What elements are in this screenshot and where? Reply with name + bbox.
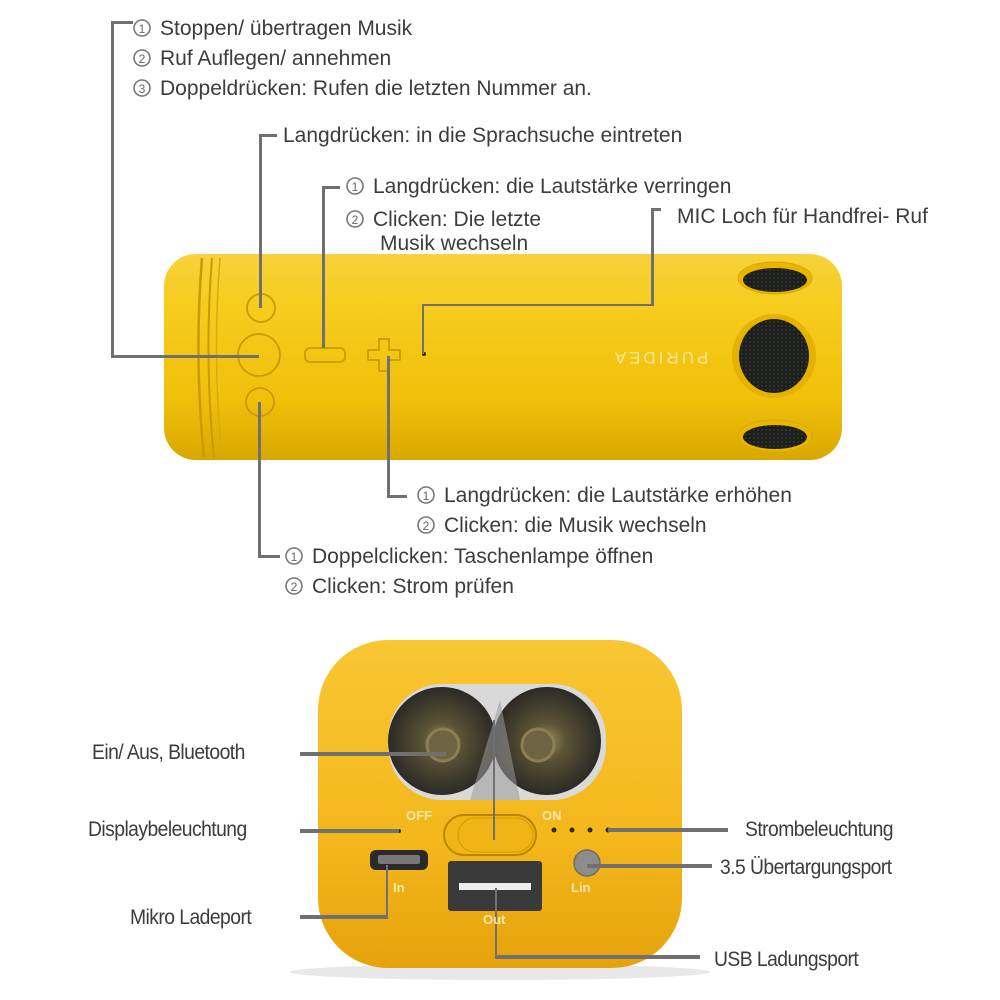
callout-text: Ruf Auflegen/ annehmen bbox=[160, 47, 392, 70]
leader-line bbox=[322, 186, 340, 189]
callout-multifunction-2: 2 Ruf Auflegen/ annehmen bbox=[132, 47, 391, 71]
callout-light-1: 1 Doppelclicken: Taschenlampe öffnen bbox=[284, 545, 653, 569]
callout-mic-hole: MIC Loch für Handfrei- Ruf bbox=[677, 205, 928, 229]
leader-line bbox=[422, 304, 424, 354]
svg-text:2: 2 bbox=[423, 519, 430, 533]
on-label: ON bbox=[542, 808, 562, 823]
circled-number-2-icon: 2 bbox=[345, 209, 365, 229]
callout-text: Clicken: Strom prüfen bbox=[312, 575, 514, 598]
callout-voice-button: Langdrücken: in die Sprachsuche eintrete… bbox=[283, 124, 682, 148]
callout-text: Doppelclicken: Taschenlampe öffnen bbox=[312, 545, 654, 568]
callout-text: Langdrücken: die Lautstärke erhöhen bbox=[444, 484, 792, 507]
svg-text:1: 1 bbox=[291, 550, 298, 564]
svg-text:2: 2 bbox=[291, 580, 298, 594]
callout-text: Langdrücken: in die Sprachsuche eintrete… bbox=[283, 124, 683, 147]
svg-text:3: 3 bbox=[139, 82, 146, 96]
leader-line bbox=[259, 134, 262, 308]
callout-power-switch: Ein/ Aus, Bluetooth bbox=[92, 741, 245, 764]
leader-line bbox=[111, 21, 133, 24]
leader-line bbox=[587, 864, 712, 868]
leader-line bbox=[300, 829, 399, 833]
leader-line bbox=[495, 955, 700, 959]
leader-line bbox=[387, 495, 407, 498]
callout-text: Langdrücken: die Lautstärke verringen bbox=[373, 175, 732, 198]
callout-text: Musik wechseln bbox=[380, 232, 529, 255]
svg-text:1: 1 bbox=[423, 489, 430, 503]
tube-speaker: PURIDEA bbox=[164, 254, 842, 460]
svg-text:1: 1 bbox=[352, 180, 359, 194]
callout-aux-port: 3.5 Übertargungsport bbox=[720, 856, 892, 879]
leader-line bbox=[387, 356, 390, 498]
leader-line bbox=[495, 888, 497, 957]
callout-text: Clicken: die Musik wechseln bbox=[444, 514, 707, 537]
callout-text: Doppeldrücken: Rufen die letzten Nummer … bbox=[160, 77, 592, 100]
leader-line bbox=[651, 208, 654, 306]
svg-text:2: 2 bbox=[139, 52, 146, 66]
leader-line bbox=[258, 402, 261, 558]
callout-plus-2: 2 Clicken: die Musik wechseln bbox=[416, 514, 707, 538]
leader-line bbox=[493, 720, 495, 840]
cube-speaker bbox=[290, 640, 710, 980]
leader-line bbox=[608, 828, 728, 832]
circled-number-2-icon: 2 bbox=[416, 515, 436, 535]
circled-number-2-icon: 2 bbox=[284, 576, 304, 596]
out-label: Out bbox=[483, 912, 506, 927]
callout-usb-port: USB Ladungsport bbox=[714, 948, 859, 971]
callout-power-indicator: Strombeleuchtung bbox=[745, 818, 894, 841]
leader-line bbox=[300, 915, 388, 919]
leader-line bbox=[258, 555, 280, 558]
circled-number-1-icon: 1 bbox=[284, 546, 304, 566]
leader-line bbox=[386, 865, 388, 919]
leader-line bbox=[300, 752, 446, 756]
callout-text: Clicken: Die letzte bbox=[373, 208, 542, 231]
callout-minus-1: 1 Langdrücken: die Lautstärke verringen bbox=[345, 175, 731, 199]
leader-line bbox=[322, 186, 325, 348]
svg-text:PURIDEA: PURIDEA bbox=[612, 348, 709, 367]
circled-number-1-icon: 1 bbox=[132, 18, 152, 38]
svg-text:1: 1 bbox=[139, 22, 146, 36]
callout-display-light: Displaybeleuchtung bbox=[88, 818, 247, 841]
callout-multifunction-3: 3 Doppeldrücken: Rufen die letzten Nummer… bbox=[132, 77, 592, 101]
off-label: OFF bbox=[406, 808, 432, 823]
circled-number-1-icon: 1 bbox=[416, 485, 436, 505]
callout-plus-1: 1 Langdrücken: die Lautstärke erhöhen bbox=[416, 484, 792, 508]
callout-text: MIC Loch für Handfrei- Ruf bbox=[677, 205, 928, 228]
callout-minus-2-cont: Musik wechseln bbox=[380, 232, 528, 256]
circled-number-1-icon: 1 bbox=[345, 176, 365, 196]
callout-multifunction-1: 1 Stoppen/ übertragen Musik bbox=[132, 17, 412, 41]
callout-text: Stoppen/ übertragen Musik bbox=[160, 17, 413, 40]
callout-light-2: 2 Clicken: Strom prüfen bbox=[284, 575, 514, 599]
leader-line bbox=[111, 355, 259, 358]
leader-line bbox=[259, 134, 277, 137]
lin-label: Lin bbox=[571, 880, 591, 895]
callout-minus-2: 2 Clicken: Die letzte bbox=[345, 208, 541, 232]
in-label: In bbox=[393, 880, 405, 895]
callout-micro-port: Mikro Ladeport bbox=[130, 906, 252, 929]
leader-line bbox=[422, 304, 654, 306]
circled-number-3-icon: 3 bbox=[132, 78, 152, 98]
leader-line bbox=[651, 208, 661, 211]
circled-number-2-icon: 2 bbox=[132, 48, 152, 68]
svg-text:2: 2 bbox=[352, 213, 359, 227]
leader-line bbox=[111, 21, 114, 358]
